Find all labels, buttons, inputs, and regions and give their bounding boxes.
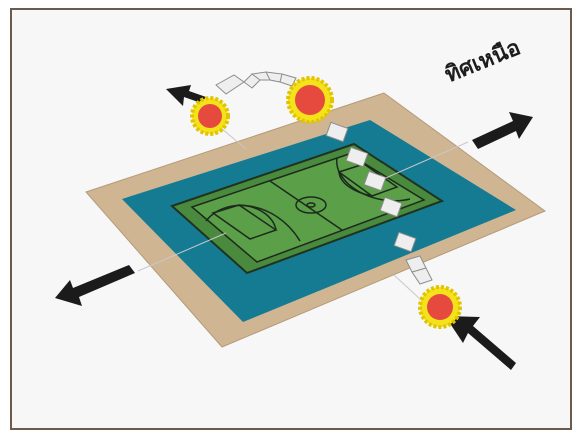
arrow-icon-southwest	[55, 265, 135, 306]
sun-icon-left	[192, 98, 228, 134]
sun-icon-center	[288, 78, 332, 122]
arrow-icon-southeast	[445, 316, 516, 370]
sun-icon-bottom	[420, 287, 460, 327]
arrow-icon-northeast	[472, 112, 533, 149]
